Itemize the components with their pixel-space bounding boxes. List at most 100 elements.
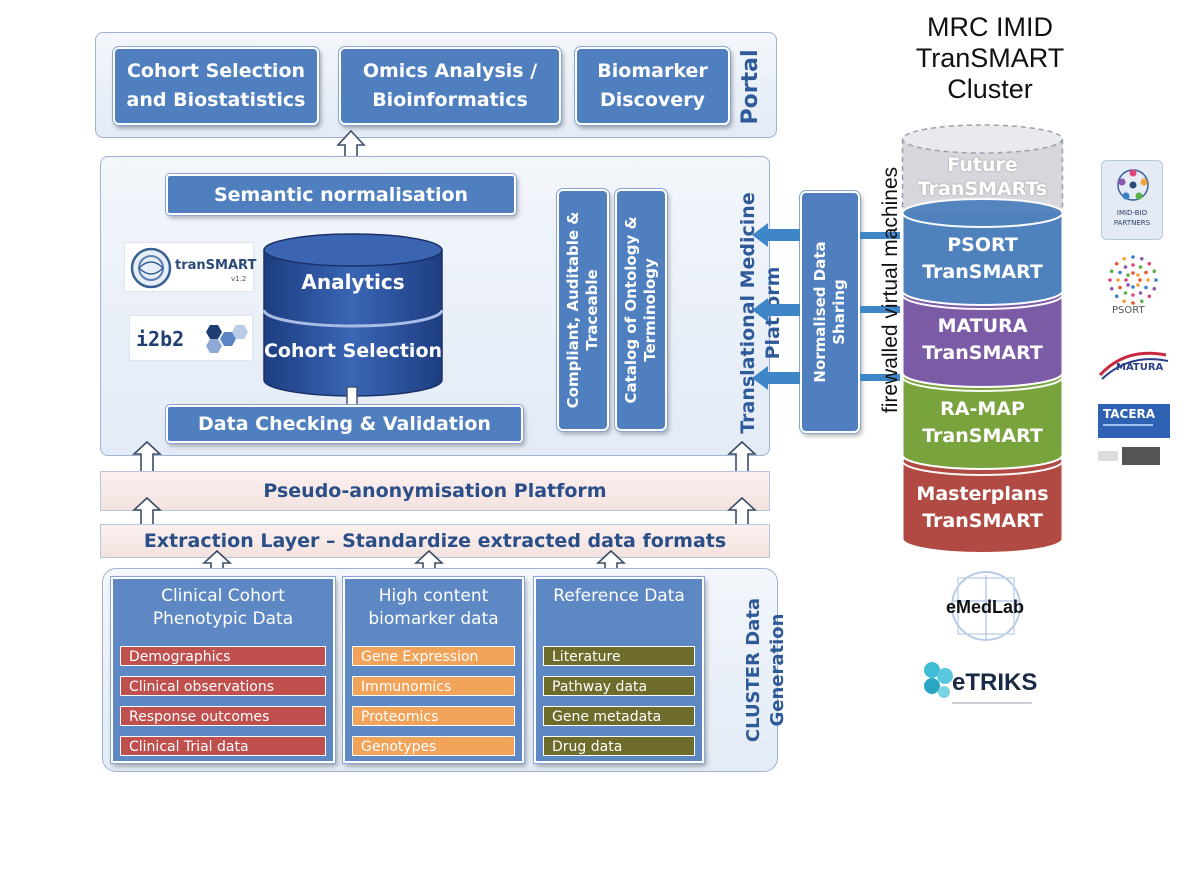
psort-dot bbox=[1146, 278, 1150, 282]
column-title-line: Reference Data bbox=[553, 586, 685, 606]
future-line: TranSMARTs bbox=[917, 178, 1048, 200]
tacera-logo-text: TACERA bbox=[1103, 407, 1156, 421]
list-item: Gene metadata bbox=[543, 706, 695, 726]
psort-dot bbox=[1131, 271, 1135, 275]
cluster-title: MRC IMID TranSMART Cluster bbox=[880, 12, 1100, 105]
psort-dot bbox=[1126, 283, 1130, 287]
psort-dot bbox=[1140, 299, 1144, 304]
compliant-auditable-box: Compliant, Auditable &Traceable bbox=[557, 189, 609, 431]
left-arrow-icon bbox=[752, 223, 800, 247]
column-title-line: biomarker data bbox=[368, 609, 499, 629]
cohort-selection-label: Cohort Selection bbox=[263, 340, 443, 362]
psort-dot bbox=[1138, 278, 1142, 282]
list-item: Clinical Trial data bbox=[120, 736, 326, 756]
psort-dot bbox=[1138, 291, 1143, 295]
compliant-line: Compliant, Auditable & bbox=[564, 211, 582, 409]
imid-bio-line: PARTNERS bbox=[1113, 219, 1151, 227]
psort-dot bbox=[1118, 270, 1122, 275]
cluster-cylinder-stack bbox=[901, 124, 1064, 554]
layer-line: TranSMART bbox=[922, 261, 1043, 283]
transmart-logo: tranSMART v1.2 bbox=[124, 242, 257, 292]
portal-box-line: Biomarker bbox=[597, 60, 708, 82]
portal-cohort-selection-box: Cohort Selection and Biostatistics bbox=[113, 47, 319, 125]
matura-logo: MATURA bbox=[1096, 345, 1170, 383]
network-icon bbox=[1117, 169, 1149, 201]
column-title: High content biomarker data bbox=[345, 585, 522, 631]
psort-dot bbox=[1126, 273, 1130, 277]
pseudo-anonymisation-band: Pseudo-anonymisation Platform bbox=[100, 471, 770, 511]
psort-dot bbox=[1131, 263, 1135, 267]
cluster-layer-cylinder bbox=[901, 198, 1064, 306]
psort-logo-text: PSORT bbox=[1112, 305, 1145, 316]
catalog-line: Terminology bbox=[641, 258, 659, 362]
portal-panel: Cohort Selection and Biostatistics Omics … bbox=[95, 32, 777, 138]
portal-box-line: and Biostatistics bbox=[126, 89, 306, 111]
layer-label-matura: MATURA TranSMART bbox=[900, 313, 1065, 367]
portal-box-line: Discovery bbox=[600, 89, 705, 111]
psort-dot bbox=[1109, 287, 1114, 291]
portal-box-line: Cohort Selection bbox=[126, 60, 306, 82]
psort-dot bbox=[1122, 299, 1126, 304]
future-transmarts-label: Future TranSMARTs bbox=[900, 153, 1065, 201]
psort-dot bbox=[1131, 255, 1135, 259]
generation-label-line: Generation bbox=[767, 613, 788, 727]
psort-dot bbox=[1131, 301, 1135, 305]
portal-omics-analysis-box: Omics Analysis /Bioinformatics bbox=[339, 47, 561, 125]
future-line: Future bbox=[947, 154, 1018, 176]
i2b2-hexagon-icon bbox=[206, 325, 248, 353]
tacera-logo: TACERA bbox=[1098, 404, 1170, 438]
list-item: Literature bbox=[543, 646, 695, 666]
column-title-line: Phenotypic Data bbox=[152, 609, 294, 629]
psort-dot bbox=[1123, 265, 1128, 269]
psort-starburst-icon bbox=[1108, 255, 1158, 305]
cluster-title-line: Cluster bbox=[947, 74, 1033, 104]
semantic-normalisation-bar: Semantic normalisation bbox=[166, 174, 516, 215]
matura-swoosh-icon bbox=[1098, 351, 1169, 380]
vitruvian-icon bbox=[951, 571, 1021, 641]
imid-bio-line: IMID-BIO bbox=[1116, 209, 1148, 217]
psort-dot bbox=[1122, 256, 1126, 261]
left-arrow-icon bbox=[752, 366, 800, 390]
layer-line: PSORT bbox=[947, 234, 1018, 256]
layer-line: MATURA bbox=[937, 315, 1028, 337]
data-checking-bar: Data Checking & Validation bbox=[166, 405, 523, 443]
psort-dot bbox=[1144, 285, 1148, 290]
list-item: Gene Expression bbox=[352, 646, 515, 666]
psort-dot bbox=[1144, 270, 1148, 275]
psort-dot bbox=[1114, 294, 1119, 299]
up-arrow-icon bbox=[727, 440, 757, 473]
psort-dot bbox=[1136, 283, 1140, 287]
layer-line: Masterplans bbox=[916, 483, 1049, 505]
psort-dot bbox=[1154, 278, 1158, 282]
abbvie-mark bbox=[1098, 451, 1118, 461]
psort-dot bbox=[1123, 291, 1128, 295]
up-arrow-icon bbox=[132, 440, 162, 473]
list-item: Immunomics bbox=[352, 676, 515, 696]
list-item: Clinical observations bbox=[120, 676, 326, 696]
list-item: Proteomics bbox=[352, 706, 515, 726]
layer-line: RA-MAP bbox=[940, 398, 1025, 420]
database-cylinder bbox=[262, 233, 444, 397]
psort-dot bbox=[1116, 278, 1120, 282]
psort-dot bbox=[1147, 294, 1152, 299]
connector-line bbox=[860, 374, 900, 381]
transmart-version-text: v1.2 bbox=[231, 275, 247, 283]
psort-dot bbox=[1131, 293, 1135, 297]
transmart-logo-text: tranSMART bbox=[175, 258, 257, 273]
etriks-tagline-line bbox=[952, 702, 1032, 704]
column-title-line: High content bbox=[378, 586, 489, 606]
psort-dot bbox=[1109, 269, 1114, 273]
generation-label-line: CLUSTER Data bbox=[743, 597, 764, 743]
sharing-line: Normalised Data bbox=[811, 241, 829, 383]
layer-label-ramap: RA-MAP TranSMART bbox=[900, 396, 1065, 450]
catalog-ontology-box: Catalog of Ontology &Terminology bbox=[615, 189, 667, 431]
compliant-line: Traceable bbox=[583, 269, 601, 351]
cluster-title-line: MRC IMID bbox=[927, 12, 1053, 42]
reference-data-column: Reference Data Literature Pathway data G… bbox=[534, 577, 704, 763]
layer-label-psort: PSORT TranSMART bbox=[900, 232, 1065, 286]
imid-bio-logo: IMID-BIO PARTNERS bbox=[1101, 160, 1163, 240]
psort-dot bbox=[1108, 278, 1112, 282]
